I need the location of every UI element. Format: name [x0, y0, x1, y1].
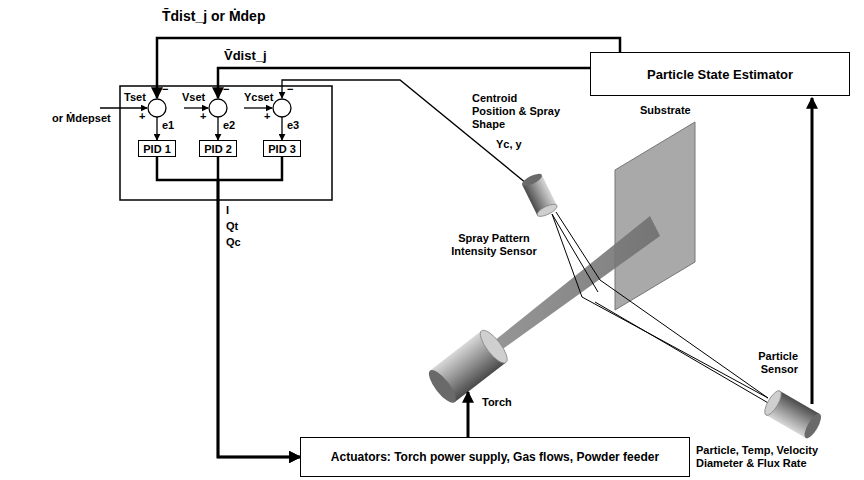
controller-box: [120, 86, 332, 200]
error-arrows: [157, 117, 282, 140]
feedback-signal: Yc, y: [496, 138, 522, 151]
box-text: PID 3: [268, 143, 296, 155]
particle-sensor: [762, 388, 824, 440]
estimator-box: Particle State Estimator: [590, 52, 850, 96]
sensor-signal: [811, 98, 814, 404]
sight-lines: [552, 212, 770, 404]
substrate-plate: [615, 122, 695, 310]
sign-label: −: [162, 83, 168, 96]
setpoint-label: or Ṁdepset: [52, 112, 111, 125]
control-signal-line: [157, 157, 300, 457]
controller-box-pid: PID 1: [138, 140, 176, 157]
setpoint-arrows: [100, 107, 272, 108]
actuator-box: Actuators: Torch power supply, Gas flows…: [300, 437, 690, 477]
actuator-signal: Qc: [226, 236, 241, 249]
feedback-lines: [157, 38, 620, 98]
error-label: e2: [223, 119, 235, 132]
controller-box-pid: PID 3: [263, 140, 301, 157]
feedback-signal: T̄dist_j or Ṁdep: [162, 8, 265, 25]
signal-note: Particle, Temp, Velocity Diameter & Flux…: [696, 444, 858, 470]
setpoint-label: Tset: [124, 91, 146, 104]
part-name: Spray Pattern Intensity Sensor: [442, 232, 546, 258]
control-signal-line: [218, 157, 300, 457]
sign-label: −: [223, 83, 229, 96]
control-signal-line: [218, 157, 300, 457]
part-name: Particle Sensor: [724, 350, 798, 376]
setpoint-label: Vset: [182, 91, 205, 104]
feedback-signal: V̄dist_j: [224, 48, 267, 63]
part-name: Substrate: [640, 104, 691, 117]
box-text: PID 2: [204, 143, 232, 155]
spray-pattern-sensor: [520, 171, 558, 218]
setpoint-label: Ycset: [244, 91, 273, 104]
sign-label: −: [287, 83, 293, 96]
actuator-signal: I: [226, 204, 229, 217]
error-label: e1: [162, 119, 174, 132]
box-text: PID 1: [143, 143, 171, 155]
sign-label: +: [200, 110, 206, 123]
feedback-signal: Centroid Position & Spray Shape: [472, 92, 562, 131]
box-text: Particle State Estimator: [647, 67, 793, 82]
sign-label: +: [264, 110, 270, 123]
actuator-output: [467, 392, 470, 437]
part-name: Torch: [482, 396, 512, 409]
actuator-signal: Qt: [226, 220, 238, 233]
error-label: e3: [287, 119, 299, 132]
box-text: Actuators: Torch power supply, Gas flows…: [331, 450, 659, 464]
controller-box-pid: PID 2: [199, 140, 237, 157]
sign-label: +: [139, 110, 145, 123]
